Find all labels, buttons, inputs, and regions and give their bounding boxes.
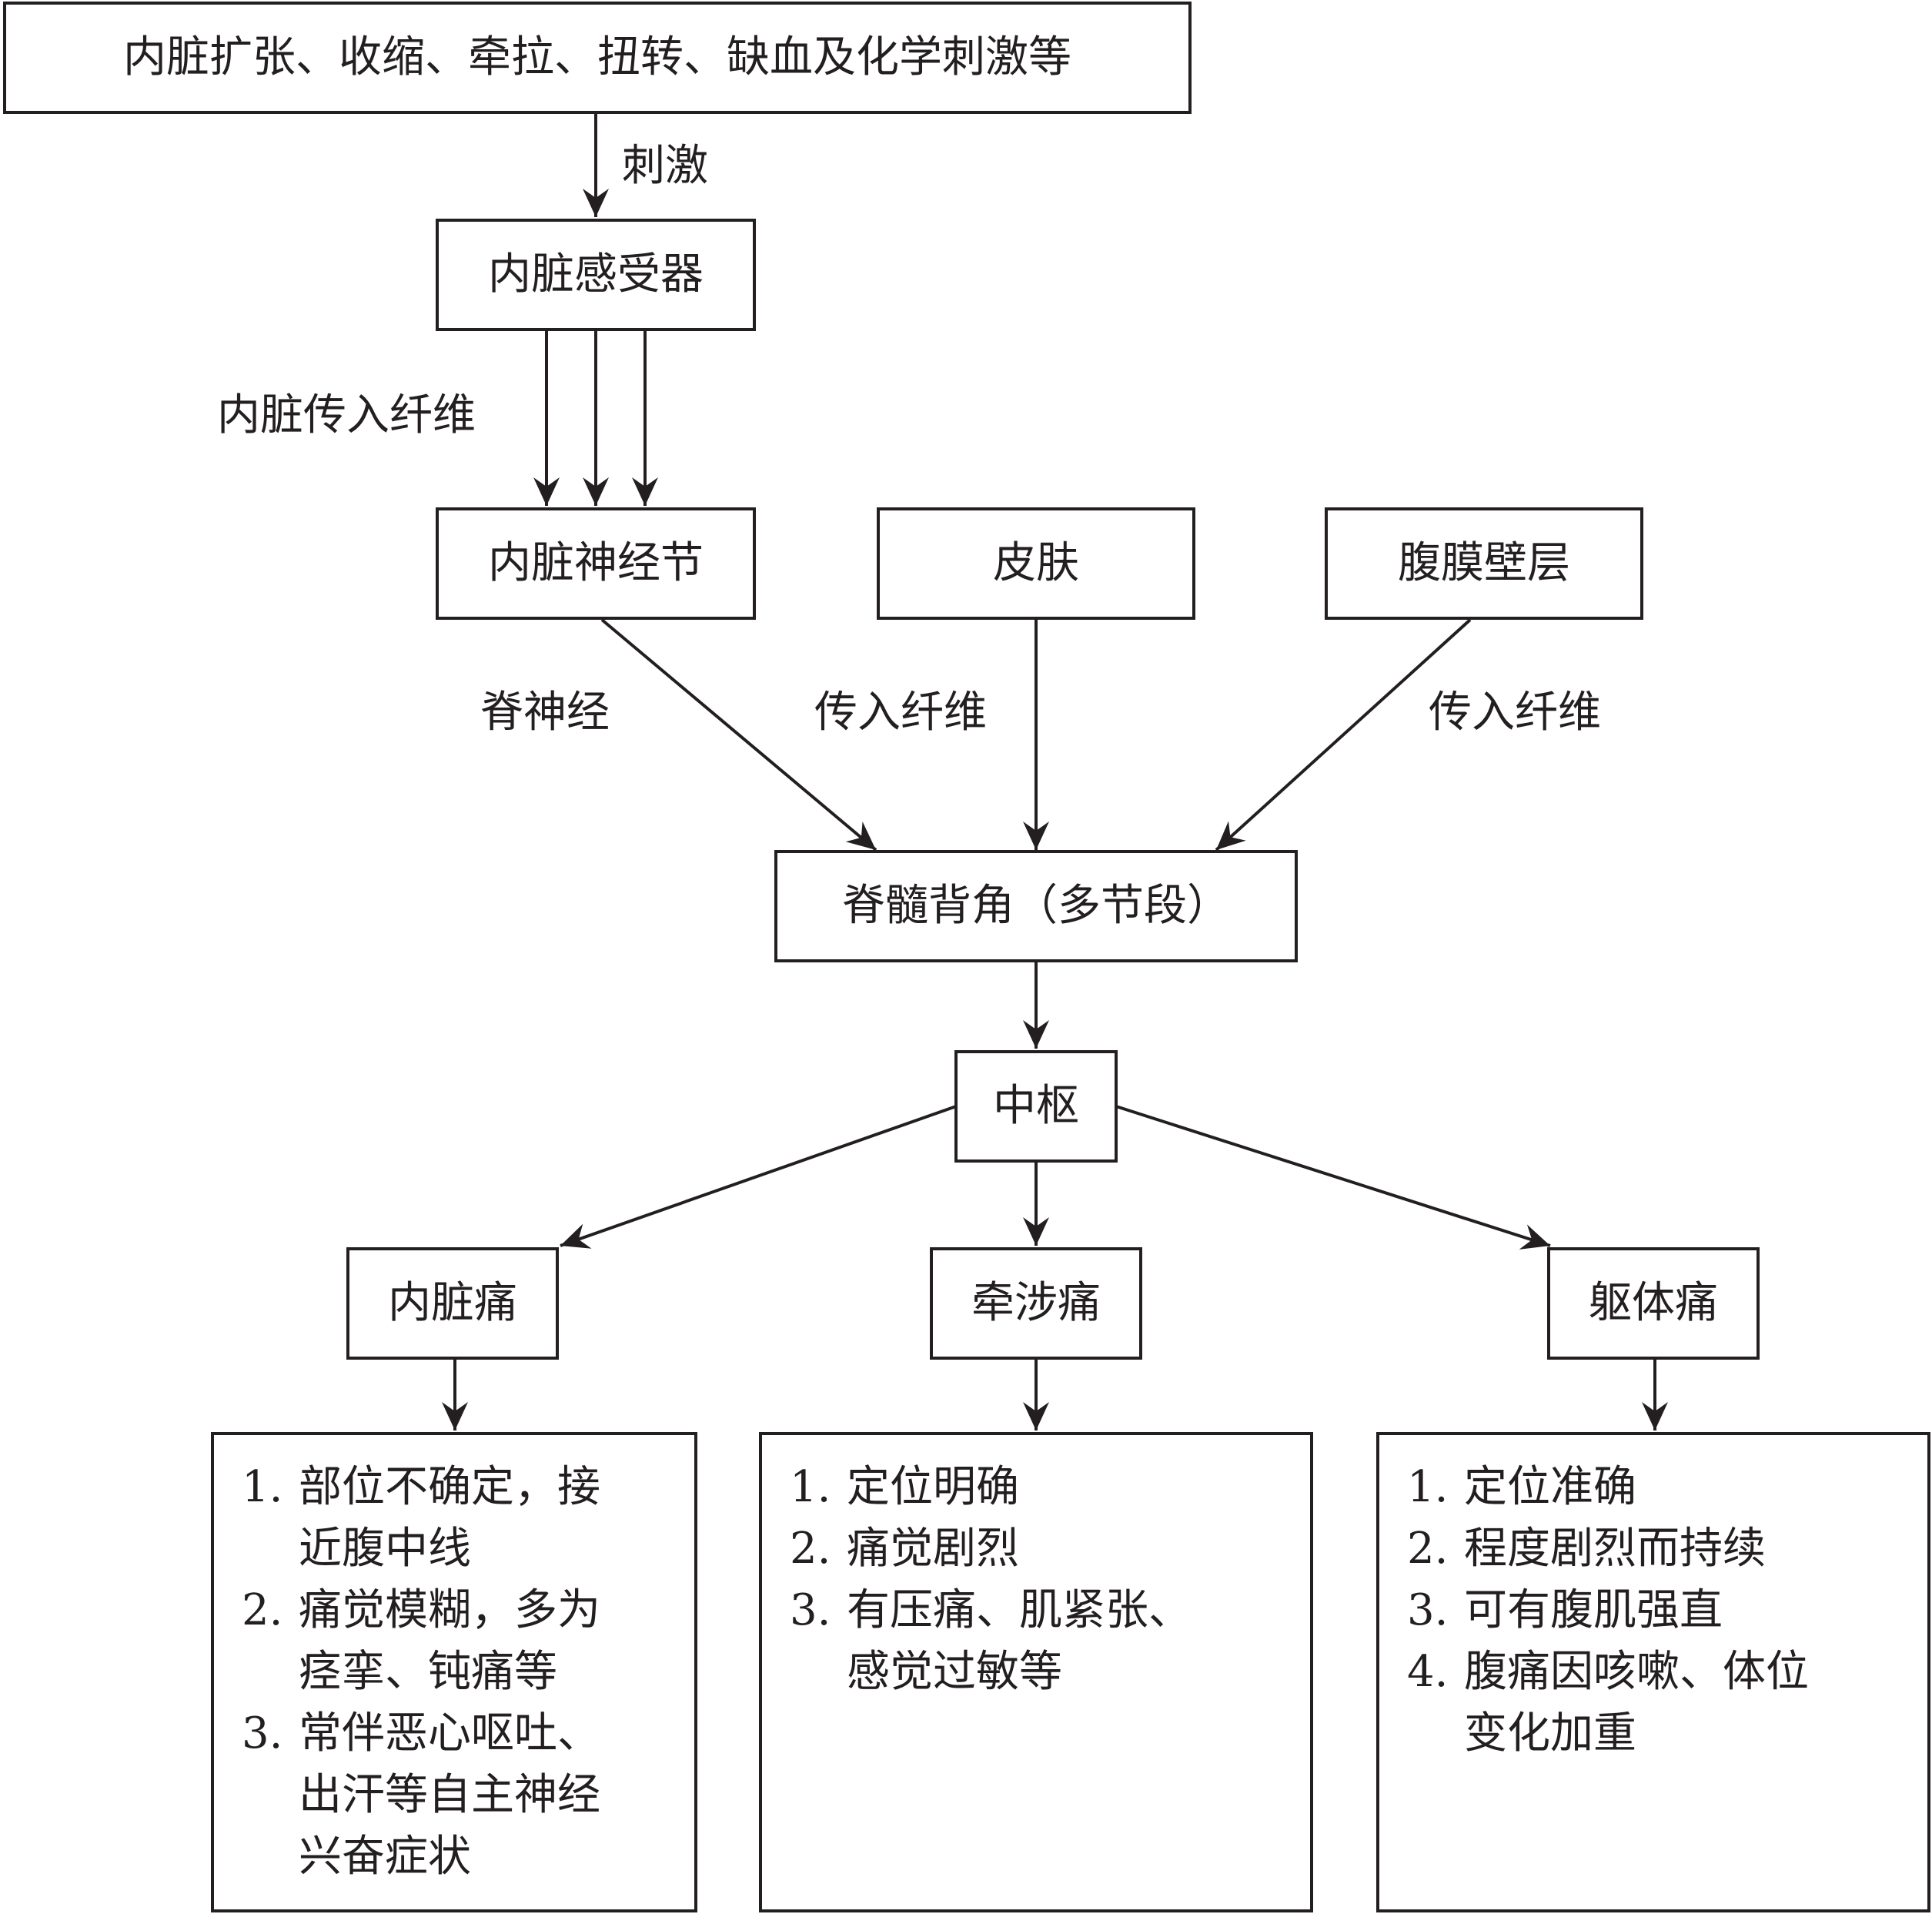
- item-text: 痛觉模糊，多为 痉挛、钝痛等: [299, 1585, 600, 1697]
- skin-text: 皮肤: [993, 538, 1079, 588]
- list-item: 2. 程度剧烈而持续: [1407, 1518, 1912, 1580]
- item-number: 1.: [790, 1462, 831, 1512]
- peritoneum-box: 腹膜壁层: [1325, 507, 1643, 620]
- peritoneum-afferent-label: 传入纤维: [1429, 688, 1601, 738]
- list-item: 2. 痛觉模糊，多为 痉挛、钝痛等: [242, 1580, 679, 1703]
- somatic-pain-box: 躯体痛: [1547, 1247, 1760, 1360]
- dorsal-horn-text: 脊髓背角（多节段）: [842, 881, 1230, 931]
- list-item: 3. 常伴恶心呕吐、 出汗等自主神经 兴奋症状: [242, 1703, 679, 1888]
- item-number: 2.: [242, 1585, 283, 1635]
- item-number: 2.: [790, 1524, 831, 1574]
- arrow-ganglion-to-dorsal-horn: [600, 618, 877, 852]
- list-item: 1. 定位明确: [790, 1457, 1295, 1518]
- item-text: 定位明确: [847, 1462, 1019, 1512]
- stimulation-label: 刺激: [622, 141, 708, 191]
- item-number: 2.: [1407, 1524, 1449, 1574]
- visceral-features-box: 1. 部位不确定，接 近腹中线 2. 痛觉模糊，多为 痉挛、钝痛等 3. 常伴恶…: [211, 1432, 697, 1912]
- arrow-peritoneum-to-dorsal-horn: [1215, 618, 1472, 852]
- ganglion-box: 内脏神经节: [436, 507, 756, 620]
- item-number: 3.: [790, 1585, 831, 1635]
- dorsal-horn-box: 脊髓背角（多节段）: [774, 850, 1298, 962]
- spinal-nerve-label: 脊神经: [480, 688, 610, 738]
- item-text: 痛觉剧烈: [847, 1524, 1019, 1574]
- somatic-features-box: 1. 定位准确 2. 程度剧烈而持续 3. 可有腹肌强直 4. 腹痛因咳嗽、体位…: [1376, 1432, 1930, 1912]
- stimulus-box: 内脏扩张、收缩、牵拉、扭转、缺血及化学刺激等: [3, 2, 1192, 114]
- item-text: 有压痛、肌紧张、 感觉过敏等: [847, 1585, 1192, 1697]
- stimulus-text: 内脏扩张、收缩、牵拉、扭转、缺血及化学刺激等: [123, 32, 1071, 82]
- skin-box: 皮肤: [877, 507, 1195, 620]
- ganglion-text: 内脏神经节: [488, 538, 704, 588]
- referred-pain-text: 牵涉痛: [971, 1278, 1101, 1328]
- item-number: 4.: [1407, 1647, 1449, 1697]
- list-item: 3. 可有腹肌强直: [1407, 1580, 1912, 1641]
- item-number: 3.: [242, 1708, 283, 1758]
- list-item: 1. 部位不确定，接 近腹中线: [242, 1457, 679, 1580]
- list-item: 2. 痛觉剧烈: [790, 1518, 1295, 1580]
- receptor-text: 内脏感受器: [488, 249, 704, 299]
- referred-pain-box: 牵涉痛: [930, 1247, 1142, 1360]
- list-item: 3. 有压痛、肌紧张、 感觉过敏等: [790, 1580, 1295, 1703]
- arrow-center-to-somatic-pain: [1115, 1105, 1551, 1250]
- somatic-pain-text: 躯体痛: [1589, 1278, 1718, 1328]
- item-text: 可有腹肌强直: [1464, 1585, 1723, 1635]
- list-item: 1. 定位准确: [1407, 1457, 1912, 1518]
- skin-afferent-label: 传入纤维: [814, 688, 987, 738]
- visceral-pain-text: 内脏痛: [388, 1278, 517, 1328]
- item-number: 3.: [1407, 1585, 1449, 1635]
- receptor-box: 内脏感受器: [436, 219, 756, 331]
- list-item: 4. 腹痛因咳嗽、体位 变化加重: [1407, 1641, 1912, 1765]
- arrow-center-to-visceral-pain: [560, 1105, 957, 1249]
- center-text: 中枢: [993, 1081, 1079, 1131]
- peritoneum-text: 腹膜壁层: [1398, 538, 1570, 588]
- item-number: 1.: [1407, 1462, 1449, 1512]
- center-box: 中枢: [954, 1050, 1118, 1163]
- visceral-pain-box: 内脏痛: [346, 1247, 559, 1360]
- item-text: 部位不确定，接 近腹中线: [299, 1462, 600, 1574]
- item-number: 1.: [242, 1462, 283, 1512]
- item-text: 腹痛因咳嗽、体位 变化加重: [1464, 1647, 1809, 1758]
- item-text: 定位准确: [1464, 1462, 1636, 1512]
- item-text: 常伴恶心呕吐、 出汗等自主神经 兴奋症状: [299, 1708, 600, 1882]
- visceral-afferent-label: 内脏传入纤维: [217, 390, 476, 440]
- referred-features-box: 1. 定位明确 2. 痛觉剧烈 3. 有压痛、肌紧张、 感觉过敏等: [759, 1432, 1313, 1912]
- item-text: 程度剧烈而持续: [1464, 1524, 1766, 1574]
